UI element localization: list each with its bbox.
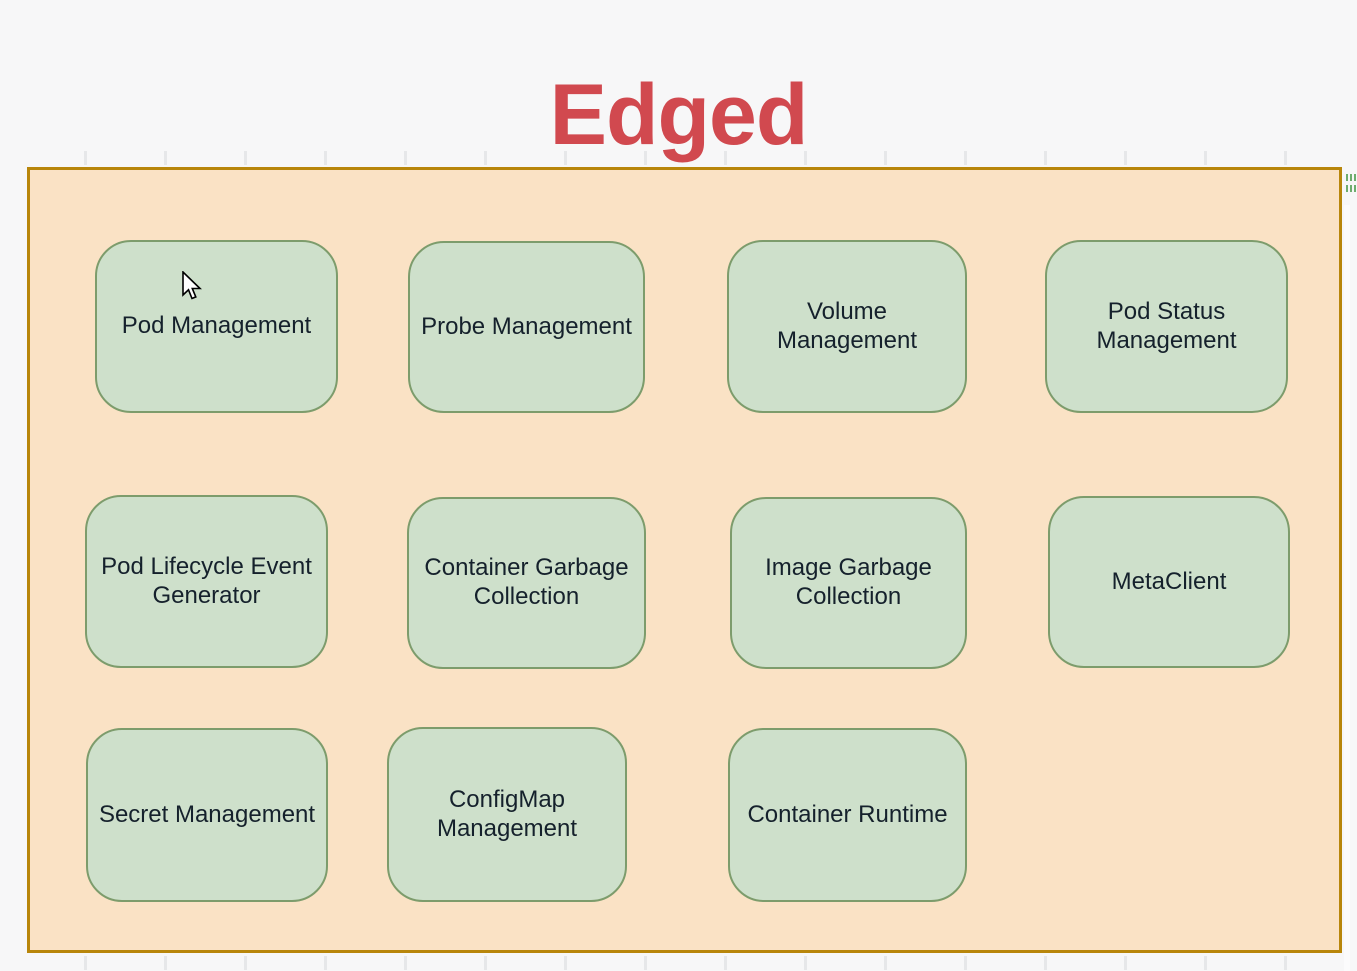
- node-pod-lifecycle-event-generator[interactable]: Pod Lifecycle Event Generator: [85, 495, 328, 668]
- node-label: Secret Management: [98, 800, 316, 828]
- node-secret-management[interactable]: Secret Management: [86, 728, 328, 902]
- node-pod-management[interactable]: Pod Management: [95, 240, 338, 413]
- node-label: Container Garbage Collection: [424, 554, 629, 610]
- node-label: Pod Lifecycle Event Generator: [101, 552, 312, 609]
- node-metaclient[interactable]: MetaClient: [1048, 496, 1290, 668]
- node-volume-management[interactable]: Volume Management: [727, 240, 967, 413]
- grid-ticks-bottom: [27, 956, 1342, 970]
- scrollbar-strip[interactable]: [1344, 205, 1350, 971]
- node-image-garbage-collection[interactable]: Image Garbage Collection: [730, 497, 967, 669]
- node-container-garbage-collection[interactable]: Container Garbage Collection: [407, 497, 646, 669]
- node-label: Image Garbage Collection: [765, 554, 932, 610]
- node-label: Container Runtime: [747, 800, 948, 828]
- node-container-runtime[interactable]: Container Runtime: [728, 728, 967, 902]
- node-label: Probe Management: [421, 312, 632, 340]
- node-pod-status-management[interactable]: Pod Status Management: [1045, 240, 1288, 413]
- node-label: MetaClient: [1111, 567, 1227, 595]
- clipped-green-artifact: [1346, 174, 1357, 200]
- node-label: ConfigMap Management: [436, 785, 578, 842]
- node-label: Pod Status Management: [1096, 297, 1237, 354]
- page-title: Edged: [549, 66, 809, 163]
- node-configmap-management[interactable]: ConfigMap Management: [387, 727, 627, 902]
- grid-ticks-top: [27, 151, 1342, 165]
- node-probe-management[interactable]: Probe Management: [408, 241, 645, 413]
- node-label: Pod Management: [121, 312, 312, 340]
- node-label: Volume Management: [776, 297, 918, 354]
